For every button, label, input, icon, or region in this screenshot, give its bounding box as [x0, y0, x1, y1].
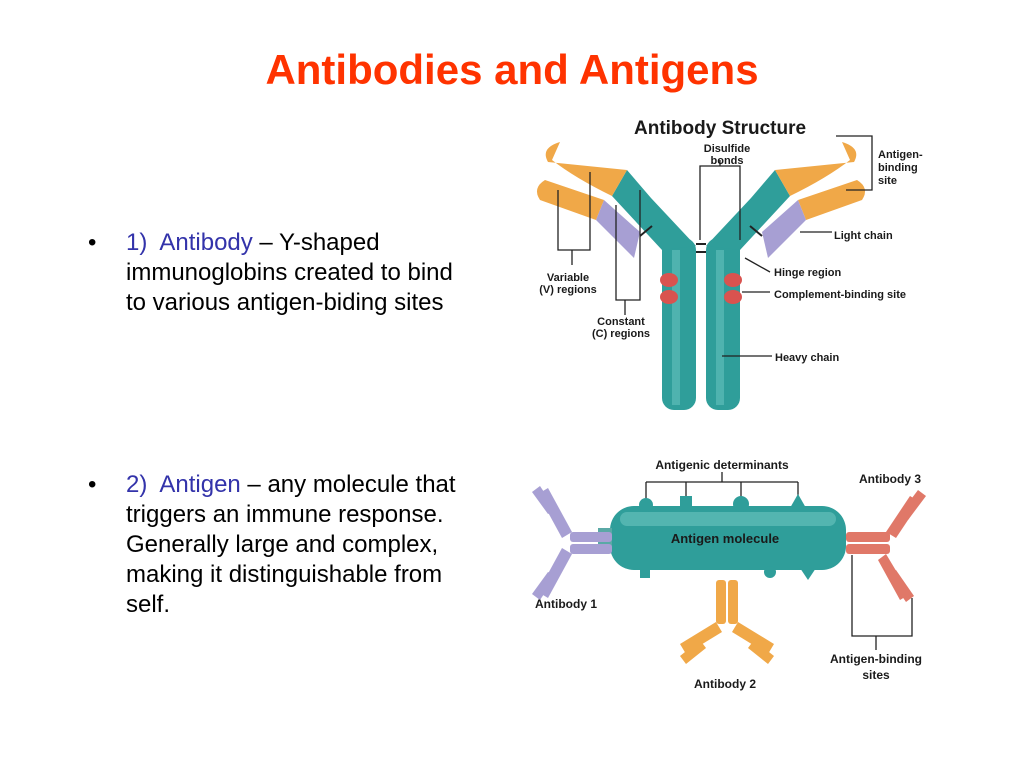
complement-site	[660, 273, 678, 287]
bullet-number: 1)	[126, 229, 148, 256]
binding-sites-label: sites	[862, 668, 890, 682]
antigen-diagram: Antigenic determinants Antigen molecule …	[532, 458, 926, 691]
disulfide-label: bonds	[711, 155, 744, 167]
heavy-chain-arm-left	[612, 170, 696, 250]
definition-antibody: – Y-shaped immunoglobins created to bind…	[126, 229, 453, 316]
bullet-marker: •	[88, 471, 97, 498]
complement-site	[660, 290, 678, 304]
binding-site-label: binding	[878, 162, 918, 174]
bullet-antigen: • 2) Antigen – any molecule that trigger…	[88, 470, 473, 620]
bullet-marker: •	[88, 229, 97, 256]
slide-title: Antibodies and Antigens	[265, 46, 759, 93]
antibody-1	[532, 486, 612, 600]
bullet-text: 2) Antigen – any molecule that triggers …	[126, 470, 473, 620]
light-chain-label: Light chain	[834, 230, 893, 242]
disulfide-label: Disulfide	[704, 143, 750, 155]
light-chain-variable-left	[536, 180, 604, 220]
light-chain-constant-right	[762, 200, 806, 258]
variable-label: Variable	[547, 272, 589, 284]
antibody-2	[680, 580, 774, 664]
term-antibody: Antibody	[159, 229, 253, 256]
antibody-structure-diagram: Antibody Structure Disulfide bonds Antig…	[536, 118, 923, 410]
antibody-2-label: Antibody 2	[694, 677, 756, 691]
heavy-chain-label: Heavy chain	[775, 352, 839, 364]
heavy-variable-right	[775, 142, 857, 196]
binding-site-label: Antigen-	[878, 149, 923, 161]
complement-site	[724, 290, 742, 304]
antibody-3-label: Antibody 3	[859, 472, 921, 486]
definition-antigen: – any molecule that triggers an immune r…	[126, 471, 456, 618]
heavy-variable-left	[545, 142, 627, 196]
structure-title: Antibody Structure	[634, 118, 806, 139]
bullet-number: 2)	[126, 471, 148, 498]
antibody-3	[846, 490, 926, 602]
complement-site	[724, 273, 742, 287]
term-antigen: Antigen	[159, 471, 241, 498]
variable-label: (V) regions	[539, 284, 596, 296]
bullet-antibody: • 1) Antibody – Y-shaped immunoglobins c…	[88, 228, 473, 318]
antibody-1-label: Antibody 1	[535, 597, 597, 611]
antigen-molecule-label: Antigen molecule	[671, 531, 779, 546]
binding-sites-label: Antigen-binding	[830, 652, 922, 666]
bullet-text: 1) Antibody – Y-shaped immunoglobins cre…	[126, 228, 473, 318]
constant-label: (C) regions	[592, 328, 650, 340]
heavy-chain-arm-right	[706, 170, 790, 250]
light-chain-constant-left	[596, 200, 640, 258]
binding-site-label: site	[878, 175, 897, 187]
determinants-label: Antigenic determinants	[655, 458, 789, 472]
constant-label: Constant	[597, 316, 645, 328]
hinge-region-label: Hinge region	[774, 267, 842, 279]
complement-site-label: Complement-binding site	[774, 289, 906, 301]
